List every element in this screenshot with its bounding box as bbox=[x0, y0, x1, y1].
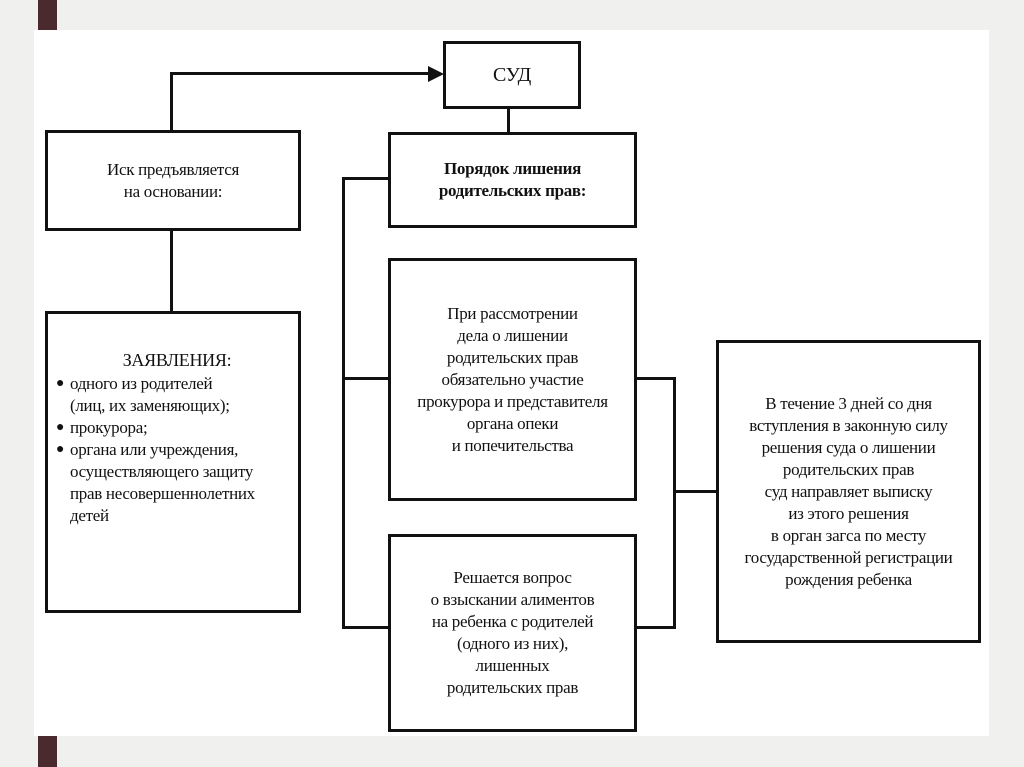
registry-line: суд направляет выписку bbox=[764, 481, 933, 501]
applications-item-line: органа или учреждения, bbox=[70, 440, 239, 459]
right-bracket-top bbox=[634, 377, 676, 380]
applications-box: ЗАЯВЛЕНИЯ: ● одного из родителей (лиц, и… bbox=[45, 311, 301, 613]
registry-line: вступления в законную силу bbox=[749, 415, 948, 435]
applications-item: ● одного из родителей (лиц, их заменяющи… bbox=[56, 373, 230, 417]
right-bracket-bottom bbox=[634, 626, 676, 629]
bullet-icon: ● bbox=[56, 376, 65, 391]
participation-box: При рассмотрении дела о лишении родитель… bbox=[388, 258, 637, 501]
applications-item-line: осуществляющего защиту bbox=[70, 462, 254, 481]
applications-item-line: детей bbox=[70, 506, 109, 525]
alimony-line: о взыскании алиментов bbox=[430, 590, 595, 609]
registry-line: рождения ребенка bbox=[785, 569, 912, 589]
applications-item: ● прокурора; bbox=[56, 417, 148, 439]
court-box: СУД bbox=[443, 41, 581, 109]
registry-line: из этого решения bbox=[788, 503, 909, 523]
participation-line: дела о лишении bbox=[457, 325, 568, 345]
registry-line: в орган загса по месту bbox=[770, 525, 927, 545]
arrow-to-court-icon bbox=[428, 66, 444, 82]
applications-item-line: (лиц, их заменяющих); bbox=[70, 396, 230, 415]
left-bracket-middle bbox=[342, 377, 390, 380]
applications-item-line: одного из родителей bbox=[70, 374, 213, 393]
right-bracket bbox=[673, 377, 676, 629]
connector-claim-to-applications bbox=[170, 228, 173, 312]
alimony-line: на ребенка с родителей bbox=[431, 612, 594, 631]
claim-basis-box: Иск предъявляется на основании: bbox=[45, 130, 301, 231]
connector-court-to-procedure bbox=[507, 106, 510, 134]
participation-line: прокурора и представителя bbox=[417, 391, 608, 411]
claim-basis-line: Иск предъявляется bbox=[106, 159, 240, 179]
registry-line: решения суда о лишении bbox=[761, 437, 936, 457]
procedure-line: Порядок лишения bbox=[443, 159, 582, 178]
alimony-line: лишенных bbox=[475, 656, 550, 675]
claim-basis-line: на основании: bbox=[123, 181, 223, 201]
accent-bar-top bbox=[38, 0, 57, 30]
participation-line: обязательно участие bbox=[441, 369, 584, 389]
alimony-line: Решается вопрос bbox=[453, 568, 572, 587]
bullet-icon: ● bbox=[56, 420, 65, 435]
registry-line: родительских прав bbox=[782, 459, 915, 479]
procedure-box: Порядок лишения родительских прав: bbox=[388, 132, 637, 228]
applications-heading: ЗАЯВЛЕНИЯ: bbox=[122, 350, 232, 370]
participation-line: родительских прав bbox=[446, 347, 579, 367]
participation-line: и попечительства bbox=[451, 435, 574, 455]
connector-to-registry bbox=[673, 490, 718, 493]
connector-claim-to-court bbox=[170, 72, 430, 75]
left-bracket bbox=[342, 177, 345, 629]
accent-bar-bottom bbox=[38, 736, 57, 767]
left-bracket-top bbox=[342, 177, 390, 180]
registry-line: В течение 3 дней со дня bbox=[765, 393, 932, 413]
bullet-icon: ● bbox=[56, 442, 65, 457]
alimony-box: Решается вопрос о взыскании алиментов на… bbox=[388, 534, 637, 732]
applications-item-line: прав несовершеннолетних bbox=[70, 484, 255, 503]
registry-line: государственной регистрации bbox=[744, 547, 953, 567]
court-label: СУД bbox=[493, 64, 531, 86]
procedure-line: родительских прав: bbox=[438, 181, 587, 200]
left-bracket-bottom bbox=[342, 626, 390, 629]
participation-line: При рассмотрении bbox=[447, 303, 578, 323]
participation-line: органа опеки bbox=[466, 413, 559, 433]
alimony-line: родительских прав bbox=[446, 678, 579, 697]
connector-claim-up bbox=[170, 72, 173, 132]
alimony-line: (одного из них), bbox=[456, 634, 569, 653]
applications-item-line: прокурора; bbox=[70, 418, 148, 437]
applications-item: ● органа или учреждения, осуществляющего… bbox=[56, 439, 255, 527]
registry-box: В течение 3 дней со дня вступления в зак… bbox=[716, 340, 981, 643]
